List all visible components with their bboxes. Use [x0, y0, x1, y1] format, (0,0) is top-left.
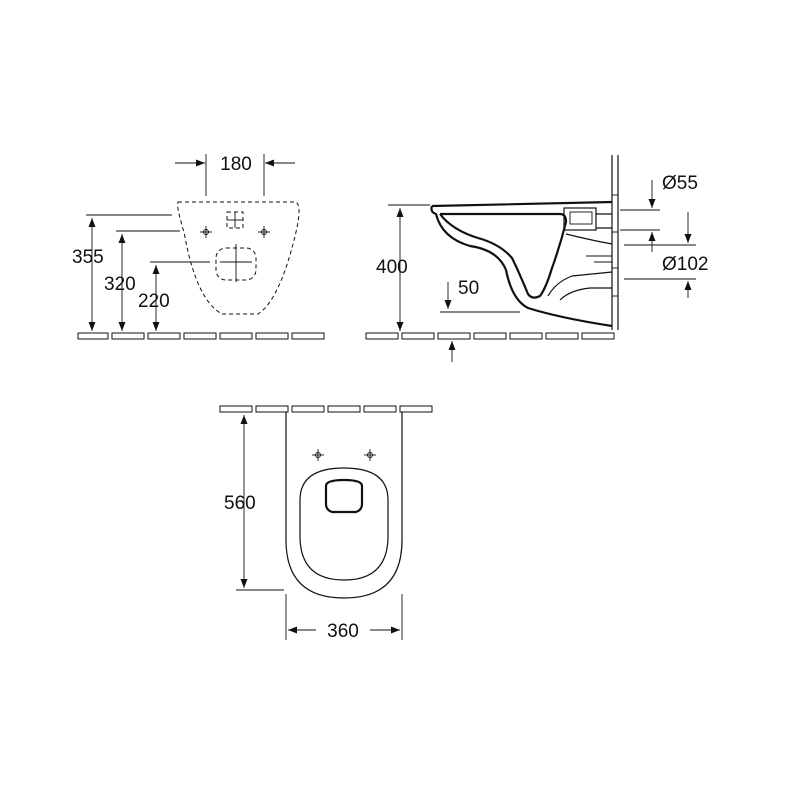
- front-fixing-marks: [200, 211, 270, 282]
- dim-220: 220: [138, 261, 210, 331]
- top-flush-opening: [324, 478, 364, 514]
- dim-d55: Ø55: [620, 173, 698, 252]
- top-fixing-marks: [312, 449, 376, 461]
- dim-360: 360: [285, 594, 403, 642]
- side-bowl-profile: [430, 200, 613, 328]
- dim-220-label: 220: [138, 291, 170, 312]
- dim-d102-label: Ø102: [662, 254, 708, 275]
- side-view: 400 50 Ø55 Ø102: [365, 155, 708, 362]
- dim-355-label: 355: [72, 247, 104, 268]
- dim-400-label: 400: [376, 257, 408, 278]
- top-view: 560 360: [219, 405, 433, 642]
- side-wall: [611, 155, 619, 330]
- dim-320-label: 320: [104, 274, 136, 295]
- front-bowl-outline: [177, 201, 300, 315]
- dim-50: 50: [440, 278, 520, 362]
- dim-560: 560: [224, 415, 284, 591]
- dim-355: 355: [72, 214, 172, 331]
- dim-180: 180: [175, 154, 295, 196]
- top-wall: [219, 405, 433, 413]
- side-floor: [365, 332, 615, 340]
- dim-400: 400: [376, 204, 430, 331]
- dim-d102: Ø102: [624, 212, 708, 298]
- dim-d55-label: Ø55: [662, 173, 698, 194]
- front-floor: [77, 332, 325, 340]
- top-bowl-inner: [299, 467, 389, 581]
- dim-50-label: 50: [458, 278, 479, 299]
- top-bowl-outer: [285, 412, 403, 599]
- front-view: 180 355 320 220: [72, 154, 325, 340]
- dim-320: 320: [104, 230, 180, 331]
- dim-360-label: 360: [327, 621, 359, 642]
- dim-180-label: 180: [220, 154, 252, 175]
- dim-560-label: 560: [224, 493, 256, 514]
